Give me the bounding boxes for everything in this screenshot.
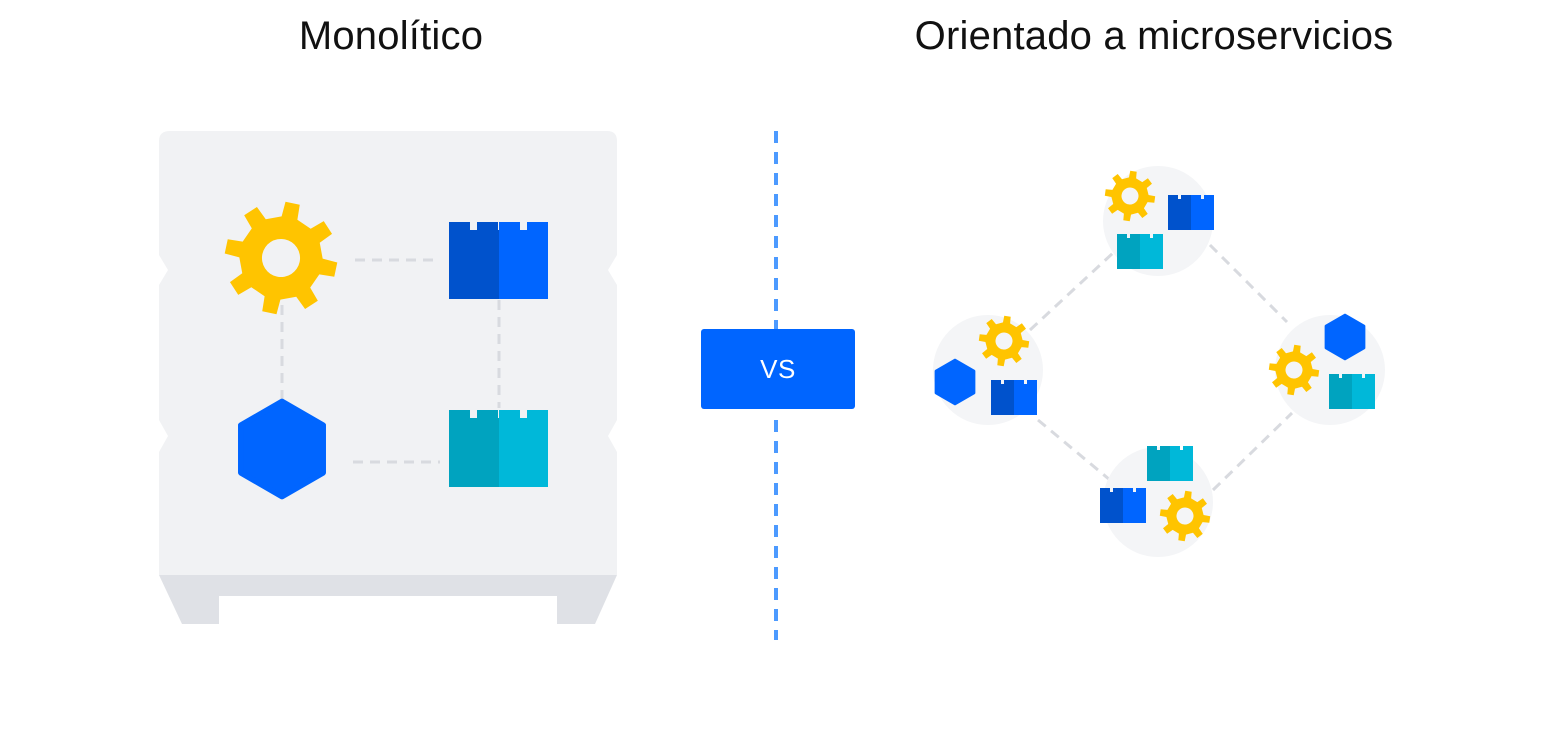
- blue-block-icon: [991, 380, 1037, 415]
- microservices-title: Orientado a microservicios: [914, 14, 1394, 58]
- service-left: [933, 312, 1043, 425]
- monolith-base: [159, 575, 617, 624]
- vs-badge: VS: [701, 329, 855, 409]
- teal-block-icon: [1329, 374, 1375, 409]
- service-bottom: [1100, 446, 1214, 557]
- hexagon-icon: [1324, 313, 1366, 361]
- teal-block-icon: [1117, 234, 1163, 269]
- microservice-connectors: [1028, 243, 1294, 492]
- monolith-hexagon-icon: [241, 402, 323, 497]
- blue-block-icon: [1100, 488, 1146, 523]
- monolith-blue-block-icon: [449, 222, 548, 299]
- blue-block-icon: [1168, 195, 1214, 230]
- monolithic-title: Monolítico: [298, 14, 484, 58]
- monolith: [159, 131, 617, 624]
- monolith-teal-block-icon: [449, 410, 548, 487]
- vs-label: VS: [760, 353, 796, 384]
- service-top: [1101, 166, 1214, 276]
- service-right: [1265, 313, 1385, 425]
- monolith-panel: [159, 131, 617, 575]
- teal-block-icon: [1147, 446, 1193, 481]
- microservices: [933, 166, 1385, 557]
- hexagon-icon: [934, 358, 976, 406]
- monolith-connectors: [280, 258, 501, 464]
